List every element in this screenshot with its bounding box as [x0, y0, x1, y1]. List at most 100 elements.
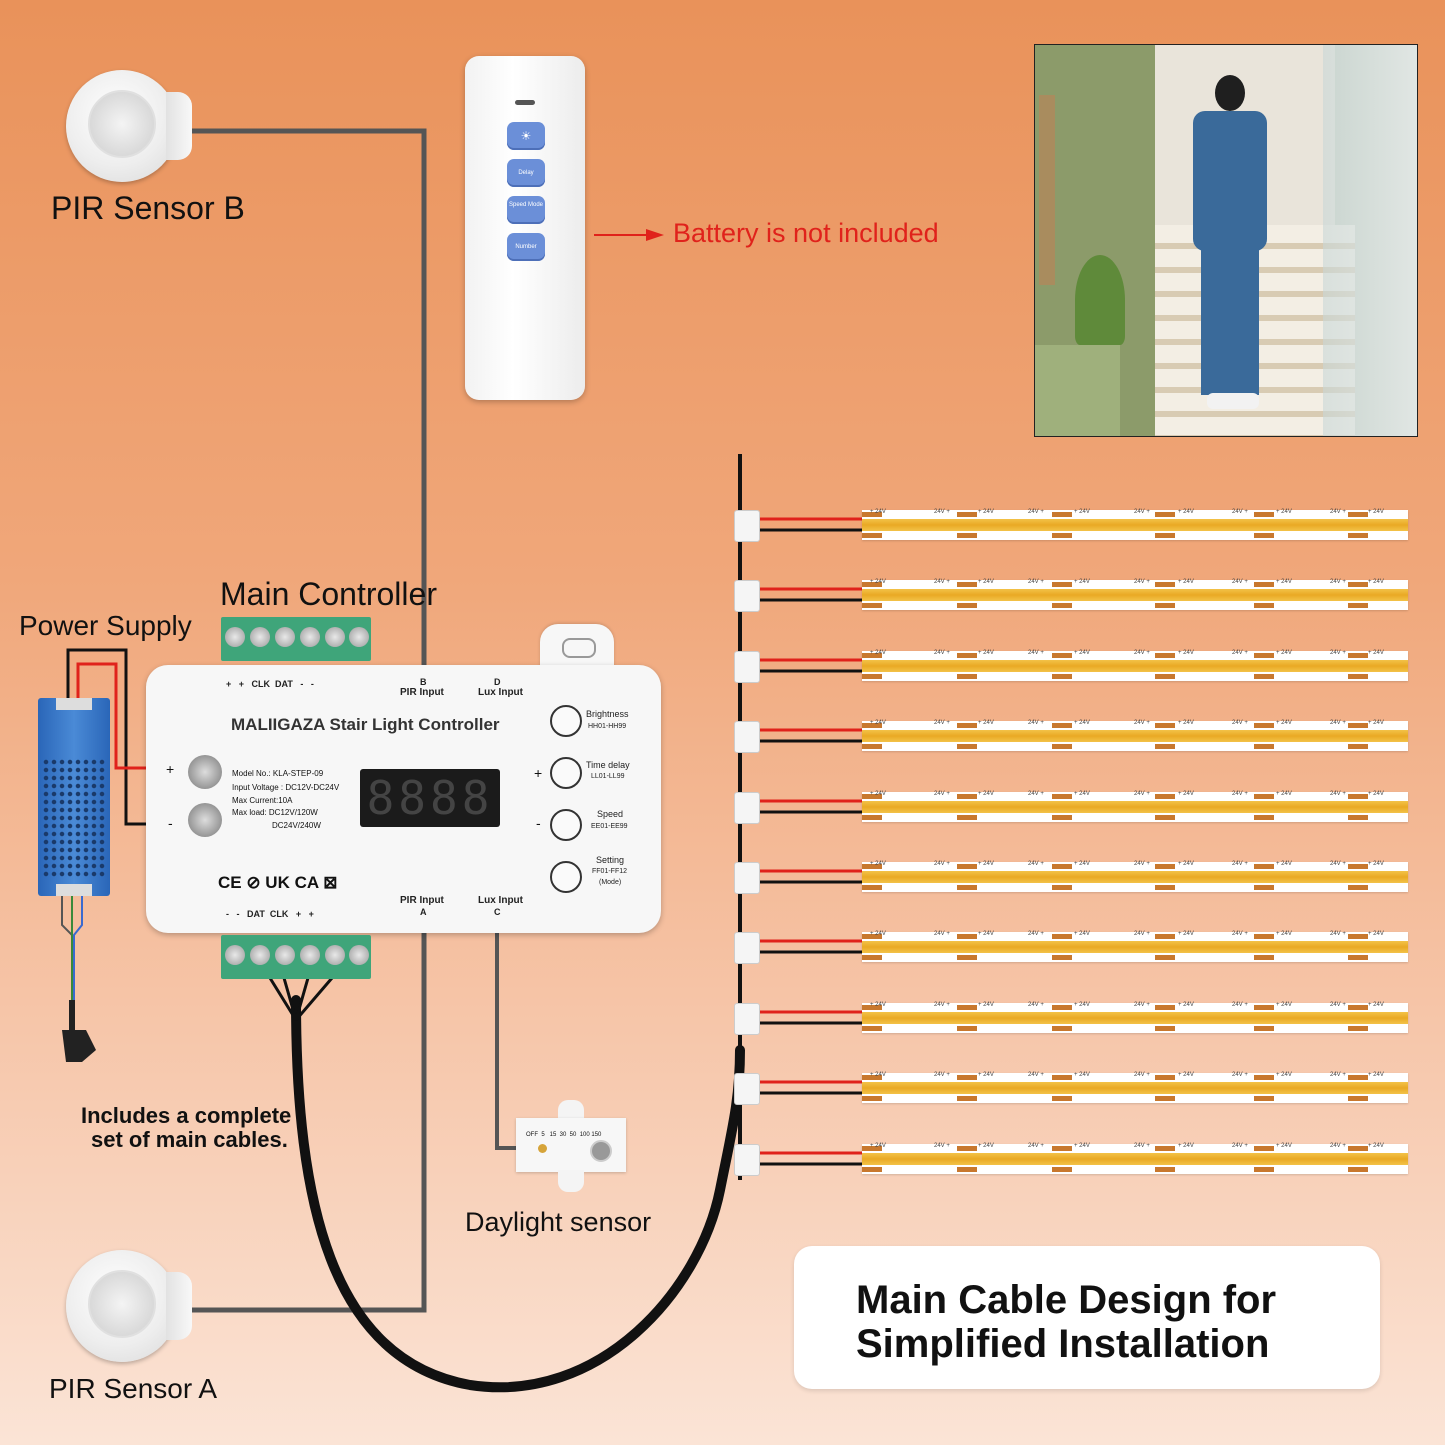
strip-voltage-label: 24V + — [1330, 720, 1346, 726]
solder-pad — [1348, 1146, 1368, 1151]
strip-voltage-label: + 24V — [1178, 650, 1194, 656]
strip-voltage-label: 24V + — [1028, 509, 1044, 515]
main-controller-label: Main Controller — [220, 576, 437, 612]
strip-voltage-label: + 24V — [1178, 720, 1194, 726]
solder-pad — [1254, 653, 1274, 658]
solder-pad — [1254, 1026, 1274, 1031]
pir-sensor-b-base — [166, 92, 192, 160]
strip-voltage-label: + 24V — [978, 931, 994, 937]
strip-voltage-label: 24V + — [1330, 861, 1346, 867]
strip-voltage-label: + 24V — [978, 650, 994, 656]
solder-pad — [1348, 674, 1368, 679]
solder-pad — [862, 674, 882, 679]
strip-voltage-label: + 24V — [1074, 931, 1090, 937]
strip-voltage-label: + 24V — [1276, 1143, 1292, 1149]
solder-pad — [957, 934, 977, 939]
terminal-screw — [225, 627, 245, 647]
remote-brightness-button[interactable]: ☀ — [507, 122, 545, 150]
remote-number-button[interactable]: Number — [507, 233, 545, 261]
strip-voltage-label: + 24V — [870, 720, 886, 726]
photo-person-shoes — [1207, 393, 1259, 409]
stairs-photo — [1034, 44, 1418, 437]
strip-voltage-label: + 24V — [1276, 861, 1292, 867]
solder-pad — [957, 674, 977, 679]
strip-voltage-label: + 24V — [1368, 1143, 1384, 1149]
solder-pad — [957, 533, 977, 538]
solder-pad — [1052, 674, 1072, 679]
solder-pad — [957, 885, 977, 890]
lux-d-input-letter: D — [494, 677, 501, 687]
solder-pad — [957, 1167, 977, 1172]
solder-pad — [862, 815, 882, 820]
solder-pad — [1052, 533, 1072, 538]
pir-sensor-a-label: PIR Sensor A — [49, 1373, 218, 1404]
led-strip-cob — [862, 801, 1408, 813]
solder-pad — [862, 864, 882, 869]
setting-button[interactable] — [550, 861, 582, 893]
brightness-button[interactable] — [550, 705, 582, 737]
solder-pad — [1348, 1167, 1368, 1172]
speed-button[interactable] — [550, 809, 582, 841]
remote-control: ☀ Delay Speed Mode Number — [465, 56, 585, 400]
includes-cables-line2: set of main cables. — [91, 1127, 288, 1152]
solder-pad — [862, 723, 882, 728]
minus-button-sign: - — [536, 815, 541, 831]
solder-pad — [1052, 512, 1072, 517]
includes-cables-line1: Includes a complete — [81, 1103, 292, 1128]
strip-voltage-label: + 24V — [978, 720, 994, 726]
solder-pad — [1155, 1075, 1175, 1080]
strip-voltage-label: + 24V — [978, 791, 994, 797]
strip-voltage-label: 24V + — [1232, 509, 1248, 515]
solder-pad — [1348, 653, 1368, 658]
solder-pad — [957, 1075, 977, 1080]
remote-delay-button[interactable]: Delay — [507, 159, 545, 187]
strip-voltage-label: + 24V — [870, 579, 886, 585]
strip-voltage-label: 24V + — [934, 1002, 950, 1008]
power-red-wire — [76, 662, 146, 770]
strip-connector — [734, 721, 760, 753]
time-delay-button[interactable] — [550, 757, 582, 789]
solder-pad — [862, 1005, 882, 1010]
brightness-range: HH01-HH99 — [588, 723, 627, 730]
strip-voltage-label: 24V + — [1330, 1002, 1346, 1008]
solder-pad — [1348, 815, 1368, 820]
solder-pad — [1052, 723, 1072, 728]
solder-pad — [862, 885, 882, 890]
strip-voltage-label: 24V + — [1232, 1143, 1248, 1149]
solder-pad — [862, 1075, 882, 1080]
solder-pad — [957, 1096, 977, 1101]
daylight-knob[interactable] — [590, 1140, 612, 1162]
solder-pad — [1348, 603, 1368, 608]
strip-connector — [734, 1144, 760, 1176]
solder-pad — [1348, 582, 1368, 587]
strip-voltage-label: + 24V — [1276, 509, 1292, 515]
photo-plant — [1075, 255, 1125, 345]
solder-pad — [1348, 1096, 1368, 1101]
strip-voltage-label: + 24V — [978, 509, 994, 515]
photo-person-legs — [1201, 245, 1259, 395]
bottom-title-box: Main Cable Design for Simplified Install… — [794, 1246, 1380, 1389]
solder-pad — [1254, 955, 1274, 960]
strip-voltage-label: + 24V — [1074, 509, 1090, 515]
strip-voltage-label: 24V + — [1028, 1002, 1044, 1008]
led-strip-cob — [862, 1153, 1408, 1165]
solder-pad — [1254, 582, 1274, 587]
solder-pad — [957, 794, 977, 799]
solder-pad — [1052, 1026, 1072, 1031]
strip-voltage-label: 24V + — [1232, 931, 1248, 937]
solder-pad — [1155, 864, 1175, 869]
main-cable — [291, 995, 745, 1393]
remote-speed-mode-button[interactable]: Speed Mode — [507, 196, 545, 224]
solder-pad — [1052, 653, 1072, 658]
setting-label: Setting — [596, 855, 625, 865]
solder-pad — [1254, 533, 1274, 538]
strip-voltage-label: + 24V — [1178, 791, 1194, 797]
solder-pad — [1052, 1005, 1072, 1010]
strip-voltage-label: 24V + — [1028, 861, 1044, 867]
strip-voltage-label: + 24V — [1368, 650, 1384, 656]
spec-load-12v: Max load: DC12V/120W — [232, 808, 318, 817]
solder-pad — [957, 603, 977, 608]
